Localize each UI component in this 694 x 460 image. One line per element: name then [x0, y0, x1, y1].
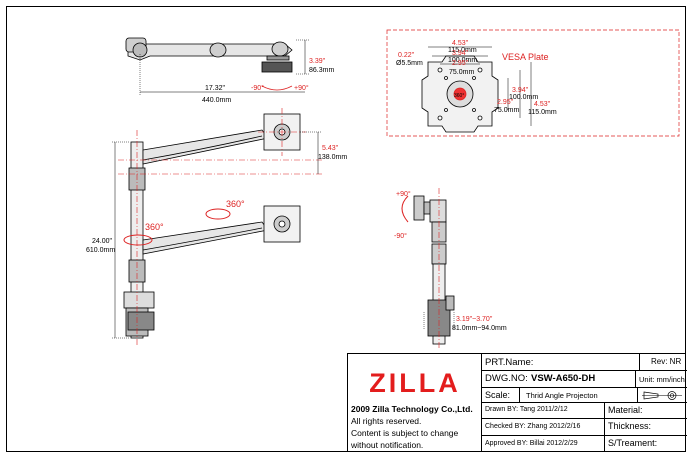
change-note: Content is subject to change	[351, 428, 459, 438]
approved-by: Approved BY: Billai 2012/2/29	[485, 440, 578, 447]
company-name: 2009 Zilla Technology Co.,Ltd.	[351, 404, 473, 414]
arm-gap-in: 5.43"	[322, 145, 339, 152]
vesa-center-label: 360°	[454, 93, 464, 99]
vesa-w-inner-in: 2.95"	[452, 60, 469, 67]
arm-gap-mm: 138.0mm	[318, 154, 347, 161]
drawn-by: Drawn BY: Tang 2011/2/12	[485, 406, 568, 413]
side-tilt-up: +90°	[396, 190, 411, 198]
side-view	[413, 195, 455, 345]
vesa-w-mid-mm: 100.0mm	[448, 57, 477, 64]
vesa-plate	[421, 55, 499, 133]
projection-label: Thrid Angle Projecton	[526, 391, 598, 400]
vesa-w-outer-mm: 115.0mm	[448, 47, 477, 54]
pole-height-in: 24.00"	[92, 238, 113, 245]
top-height-in: 3.39"	[309, 58, 326, 65]
vesa-h-inner-mm: 75.0mm	[494, 107, 519, 114]
rotate-label-b: 360°	[226, 199, 245, 209]
pole-height-mm: 610.0mm	[86, 247, 115, 254]
notification-note: without notification.	[351, 440, 424, 450]
drawing-number: VSW-A650-DH	[531, 373, 596, 384]
title-block-company-panel: ZILLA 2009 Zilla Technology Co.,Ltd. All…	[348, 354, 482, 452]
vesa-h-mid-mm: 100.0mm	[509, 94, 538, 101]
revision: Rev: NR	[651, 357, 682, 366]
rights-note: All rights reserved.	[351, 416, 422, 426]
rotate-label-a: 360°	[145, 222, 164, 232]
top-tilt-left: -90°	[251, 84, 264, 92]
vesa-w-inner-mm: 75.0mm	[449, 69, 474, 76]
vesa-h-outer-in: 4.53"	[534, 101, 551, 108]
clamp-range-in: 3.19"~3.70"	[456, 316, 493, 323]
vesa-hole-mm: Ø5.5mm	[396, 60, 423, 67]
vesa-hole-in: 0.22"	[398, 52, 415, 59]
top-height-mm: 86.3mm	[309, 67, 334, 74]
vesa-w-mid-in: 3.94"	[452, 50, 469, 57]
scale-label: Scale:	[485, 390, 511, 400]
vesa-h-outer-mm: 115.0mm	[528, 109, 557, 116]
top-width-mm: 440.0mm	[202, 97, 231, 104]
drawing-number-label: DWG.NO:	[485, 373, 528, 384]
top-tilt-right: +90°	[294, 84, 309, 92]
part-name-label: PRT.Name:	[485, 357, 534, 368]
vesa-h-mid-in: 3.94"	[512, 87, 529, 94]
zilla-logo: ZILLA	[369, 368, 461, 398]
thickness-label: Thickness:	[608, 421, 652, 431]
vesa-h-inner-in: 2.95"	[497, 99, 514, 106]
top-width-in: 17.32"	[205, 85, 226, 92]
checked-by: Checked BY: Zhang 2012/2/16	[485, 423, 581, 430]
projection-symbol-icon	[642, 391, 682, 400]
treatment-label: S/Treament:	[608, 438, 658, 448]
side-tilt-down: -90°	[394, 232, 407, 240]
title-block: ZILLA 2009 Zilla Technology Co.,Ltd. All…	[347, 353, 687, 452]
material-label: Material:	[608, 405, 643, 415]
vesa-title: VESA Plate	[502, 52, 549, 62]
vesa-frame	[386, 29, 680, 137]
top-view	[125, 37, 293, 73]
unit: Unit: mm/inch	[639, 375, 685, 384]
drawing-frame	[6, 6, 686, 452]
vesa-w-outer-in: 4.53"	[452, 40, 469, 47]
clamp-range-mm: 81.0mm~94.0mm	[452, 325, 507, 332]
